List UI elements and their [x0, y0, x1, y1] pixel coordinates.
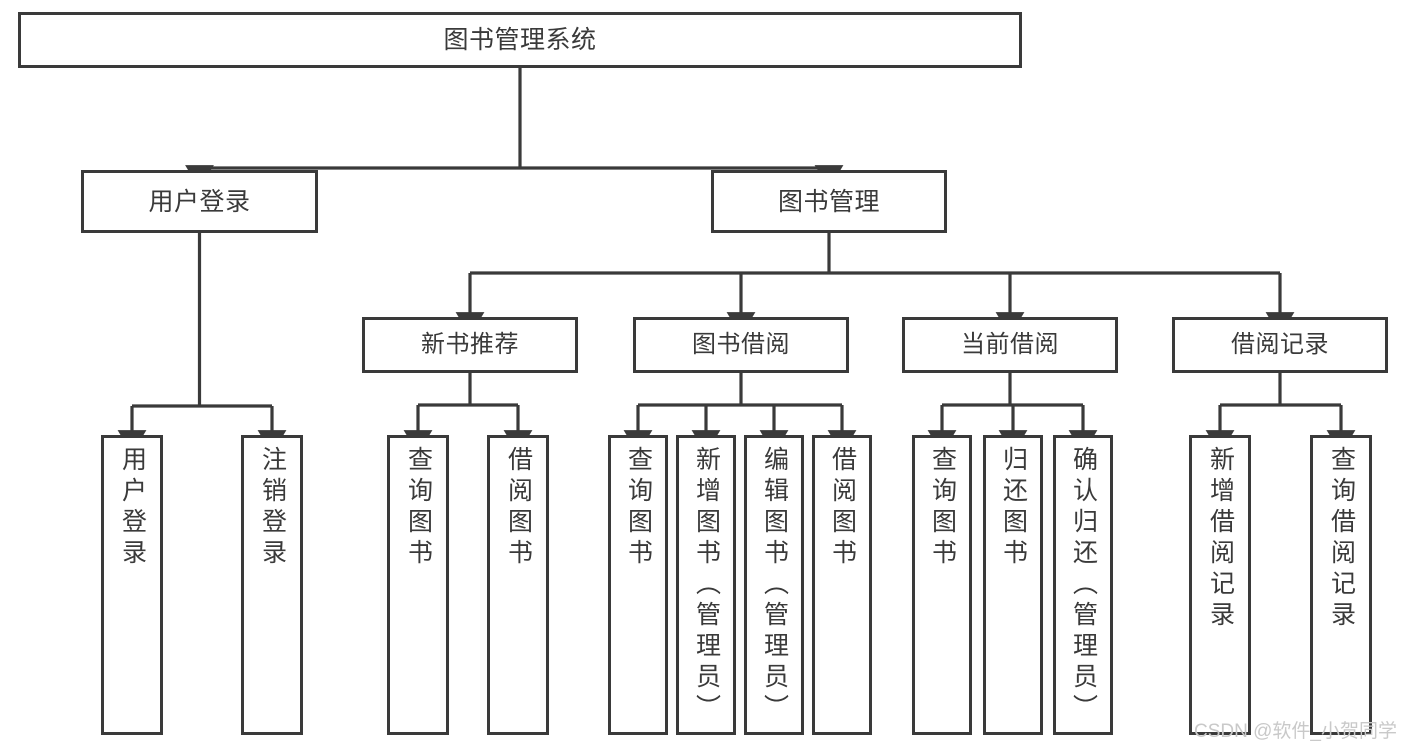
node-bookmgmt[interactable]: 图书管理 — [711, 170, 947, 233]
node-label: 图书管理 — [777, 187, 880, 216]
node-leaf-cur-3[interactable]: 确认归还（管理员） — [1053, 435, 1113, 735]
node-newbook[interactable]: 新书推荐 — [362, 317, 578, 373]
node-borrow[interactable]: 图书借阅 — [633, 317, 849, 373]
node-leaf-borrow-4[interactable]: 借阅图书 — [812, 435, 872, 735]
node-leaf-login-1[interactable]: 用户登录 — [101, 435, 163, 735]
node-leaf-borrow-2[interactable]: 新增图书（管理员） — [676, 435, 736, 735]
node-label: 新增图书（管理员） — [692, 446, 721, 725]
node-leaf-new-2[interactable]: 借阅图书 — [487, 435, 549, 735]
node-login[interactable]: 用户登录 — [81, 170, 318, 233]
node-label: 查询图书 — [404, 446, 433, 570]
node-leaf-login-2[interactable]: 注销登录 — [241, 435, 303, 735]
node-leaf-cur-1[interactable]: 查询图书 — [912, 435, 972, 735]
node-leaf-rec-1[interactable]: 新增借阅记录 — [1189, 435, 1251, 735]
node-label: 查询借阅记录 — [1327, 446, 1356, 632]
node-label: 注销登录 — [258, 446, 287, 570]
node-leaf-borrow-3[interactable]: 编辑图书（管理员） — [744, 435, 804, 735]
node-label: 新书推荐 — [421, 330, 519, 358]
node-label: 图书管理系统 — [443, 26, 597, 54]
node-label: 新增借阅记录 — [1206, 446, 1235, 632]
node-label: 用户登录 — [118, 446, 147, 570]
node-leaf-borrow-1[interactable]: 查询图书 — [608, 435, 668, 735]
node-current[interactable]: 当前借阅 — [902, 317, 1118, 373]
node-label: 当前借阅 — [961, 330, 1059, 358]
node-leaf-cur-2[interactable]: 归还图书 — [983, 435, 1043, 735]
node-label: 借阅图书 — [828, 446, 857, 570]
node-leaf-rec-2[interactable]: 查询借阅记录 — [1310, 435, 1372, 735]
node-label: 确认归还（管理员） — [1069, 446, 1098, 725]
node-label: 查询图书 — [928, 446, 957, 570]
node-label: 查询图书 — [624, 446, 653, 570]
node-label: 编辑图书（管理员） — [760, 446, 789, 725]
node-label: 用户登录 — [148, 187, 251, 216]
node-label: 图书借阅 — [692, 330, 790, 358]
node-label: 借阅图书 — [504, 446, 533, 570]
node-record[interactable]: 借阅记录 — [1172, 317, 1388, 373]
node-leaf-new-1[interactable]: 查询图书 — [387, 435, 449, 735]
node-label: 借阅记录 — [1231, 330, 1329, 358]
node-label: 归还图书 — [999, 446, 1028, 570]
node-root[interactable]: 图书管理系统 — [18, 12, 1022, 68]
watermark-text: CSDN @软件_小贺同学 — [1194, 721, 1397, 742]
